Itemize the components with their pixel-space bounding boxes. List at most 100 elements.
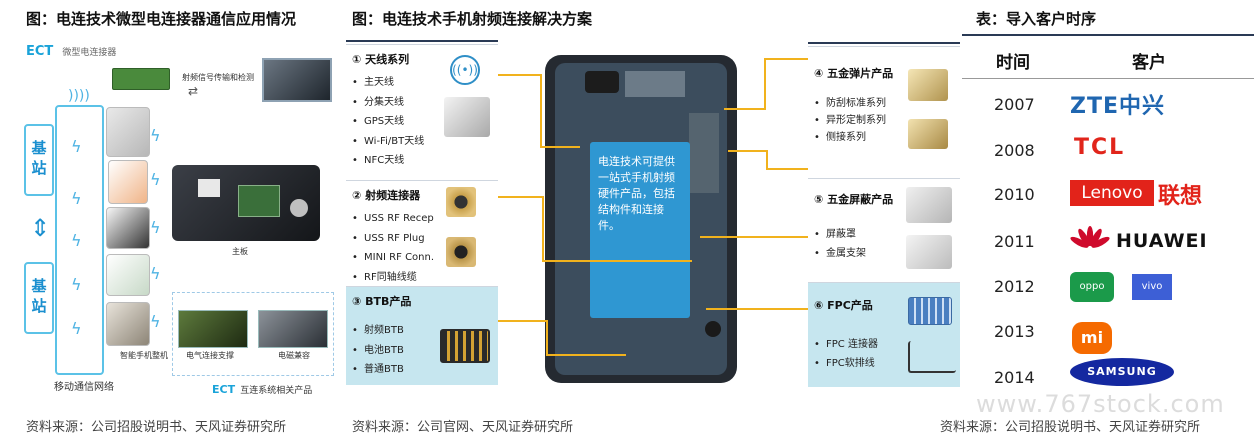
card-item: •USS RF Recep — [352, 213, 434, 224]
callout-line — [498, 196, 544, 198]
callout-line — [766, 150, 768, 170]
mainboard-image — [172, 165, 320, 241]
base-station-bottom: 基站 — [24, 262, 54, 334]
panel-middle-rule-right — [808, 42, 960, 44]
card-heading: ⑥ FPC产品 — [814, 299, 873, 312]
signal-zigzag-icon: ϟ — [71, 319, 82, 338]
vibration-motor — [705, 321, 721, 337]
rf-receptacle-image — [446, 187, 476, 217]
table-header-rule — [962, 78, 1254, 79]
table-row-year: 2011 — [994, 232, 1035, 251]
table-row-year: 2007 — [994, 95, 1035, 114]
col-time-header: 时间 — [996, 53, 1030, 73]
card-item: •MINI RF Conn. — [352, 252, 435, 263]
rf-plug-image — [446, 237, 476, 267]
metal-shield-card: ⑤ 五金屏蔽产品 •屏蔽罩 •金属支架 — [808, 178, 960, 279]
callout-line — [546, 354, 626, 356]
emc-image — [258, 310, 328, 348]
panel-right-title: 表：导入客户时序 — [976, 10, 1097, 28]
antenna-series-card: ① 天线系列 •主天线 •分集天线 •GPS天线 •Wi-Fi/BT天线 •NF… — [346, 44, 498, 179]
card-item: •FPC软排线 — [814, 358, 875, 369]
lenovo-cn-logo: 联想 — [1158, 184, 1203, 209]
connector-support-image — [178, 310, 248, 348]
callout-line — [766, 168, 808, 170]
callout-line — [700, 236, 808, 238]
emc-label: 电磁兼容 — [278, 351, 310, 360]
antenna-icon: ((•)) — [450, 55, 480, 85]
table-row-year: 2008 — [994, 141, 1035, 160]
table-row-year: 2013 — [994, 322, 1035, 341]
battery-callout: 电连技术可提供一站式手机射频硬件产品，包括结构件和连接件。 — [590, 142, 690, 318]
phone-device-image — [106, 107, 150, 157]
panel-right-source: 资料来源：公司招股说明书、天风证券研究所 — [940, 420, 1201, 435]
fpc-cable-image — [908, 341, 956, 373]
spring-contact-image — [908, 119, 948, 149]
transmission-arrows-icon: ⇄ — [188, 84, 199, 98]
battery-text: 电连技术可提供一站式手机射频硬件产品，包括结构件和连接件。 — [598, 155, 675, 232]
callout-line — [542, 196, 544, 262]
callout-line — [498, 74, 542, 76]
fpc-connector-image — [908, 297, 952, 325]
signal-zigzag-icon: ϟ — [71, 275, 82, 294]
updown-arrow-icon: ⇕ — [30, 214, 51, 242]
rf-connector-card: ② 射频连接器 •USS RF Recep •USS RF Plug •MINI… — [346, 180, 498, 285]
connector-support-label: 电气连接支撑 — [186, 351, 234, 360]
signal-zigzag-icon: ϟ — [150, 126, 161, 145]
signal-zigzag-icon: ϟ — [71, 137, 82, 156]
ect-logo: ECT — [26, 44, 54, 59]
card-heading: ⑤ 五金屏蔽产品 — [814, 193, 894, 206]
card-item: •防刮标准系列 — [814, 98, 886, 109]
card-item: •异形定制系列 — [814, 115, 886, 126]
callout-line — [546, 320, 548, 356]
table-row-year: 2014 — [994, 368, 1035, 387]
callout-line — [764, 58, 808, 60]
ect-bottom-logo: ECT — [212, 383, 236, 396]
vivo-logo: vivo — [1132, 274, 1172, 300]
callout-line — [540, 74, 542, 148]
ect-brand: ECT 微型电连接器 — [26, 40, 116, 59]
board-component — [198, 179, 220, 197]
card-item: •Wi-Fi/BT天线 — [352, 135, 425, 147]
base-station-bottom-label: 基站 — [31, 277, 47, 315]
xiaomi-logo: mi — [1072, 322, 1112, 354]
oppo-logo: oppo — [1070, 272, 1114, 302]
card-item: •分集天线 — [352, 96, 404, 108]
samsung-logo: SAMSUNG — [1070, 358, 1174, 386]
signal-zigzag-icon: ϟ — [150, 312, 161, 331]
callout-line — [706, 308, 808, 310]
shield-can-image — [906, 187, 952, 223]
chip-closeup-image — [262, 58, 332, 102]
card-item: •侧接系列 — [814, 132, 866, 143]
callout-line — [498, 320, 548, 322]
metal-spring-card: ④ 五金弹片产品 •防刮标准系列 •异形定制系列 •侧接系列 — [808, 46, 960, 167]
board-shield — [689, 113, 719, 193]
table-row-year: 2012 — [994, 277, 1035, 296]
signal-zigzag-icon: ϟ — [71, 189, 82, 208]
panel-middle-rule — [346, 40, 498, 42]
table-row-year: 2010 — [994, 185, 1035, 204]
board-component — [238, 185, 280, 217]
card-item: •射频BTB — [352, 325, 404, 336]
board-component — [290, 199, 308, 217]
ect-bottom-brand: ECT 互连系统相关产品 — [212, 378, 312, 397]
callout-line — [728, 150, 768, 152]
tcl-logo: TCL — [1074, 135, 1126, 160]
card-item: •USS RF Plug — [352, 232, 425, 244]
ect-bottom-text: 互连系统相关产品 — [240, 386, 313, 396]
huawei-logo: HUAWEI — [1116, 230, 1208, 252]
card-item: •GPS天线 — [352, 116, 405, 127]
callout-line — [724, 108, 766, 110]
col-customer-header: 客户 — [1132, 53, 1166, 73]
card-item: •屏蔽罩 — [814, 229, 856, 240]
lenovo-logo: Lenovo — [1070, 180, 1154, 206]
mainboard-label: 主板 — [232, 247, 248, 256]
zte-logo: ZTE中兴 — [1070, 94, 1165, 119]
card-item: •普通BTB — [352, 364, 404, 375]
rf-chip-image — [112, 68, 170, 90]
card-heading: ① 天线系列 — [352, 53, 410, 66]
card-item: •FPC 连接器 — [814, 339, 878, 350]
callout-line — [764, 58, 766, 110]
ect-products-frame — [172, 292, 334, 376]
panel-left-title: 图：电连技术微型电连接器通信应用情况 — [26, 10, 297, 28]
signal-transmission-label: 射频信号传输和检测 — [182, 73, 254, 82]
